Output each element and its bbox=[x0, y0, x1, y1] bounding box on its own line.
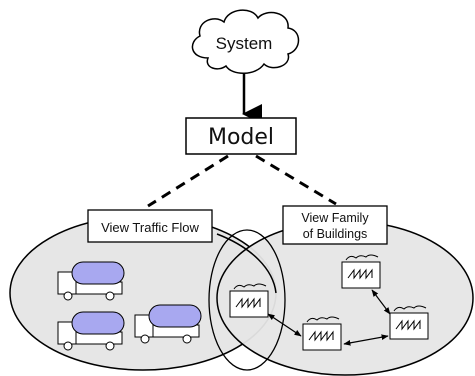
inner-overlap-ellipse bbox=[208, 229, 286, 371]
view-buildings-label-line1: View Family bbox=[301, 211, 369, 225]
truck-3 bbox=[134, 304, 202, 344]
truck-1 bbox=[57, 261, 125, 301]
link-factory2-factory4 bbox=[371, 289, 391, 315]
model-label: Model bbox=[208, 125, 274, 150]
truck-2 bbox=[57, 311, 125, 351]
system-label: System bbox=[216, 34, 273, 53]
model-box: Model bbox=[185, 117, 297, 155]
cloud-shape bbox=[191, 9, 300, 74]
view-buildings-label-line2: of Buildings bbox=[303, 227, 368, 241]
link-factory3-factory4 bbox=[343, 334, 389, 346]
system-cloud: System bbox=[191, 9, 300, 74]
view-traffic-flow-box: View Traffic Flow bbox=[87, 209, 213, 243]
model-to-buildings-dashed bbox=[255, 154, 337, 206]
link-factory1-factory3 bbox=[267, 313, 302, 337]
factory-2 bbox=[341, 254, 381, 289]
view-buildings-box: View Family of Buildings bbox=[282, 205, 388, 245]
factory-1 bbox=[229, 283, 269, 318]
model-to-traffic-dashed bbox=[147, 154, 229, 208]
factory-4 bbox=[389, 305, 429, 340]
factory-3 bbox=[302, 316, 342, 351]
view-traffic-flow-label: View Traffic Flow bbox=[101, 220, 199, 235]
